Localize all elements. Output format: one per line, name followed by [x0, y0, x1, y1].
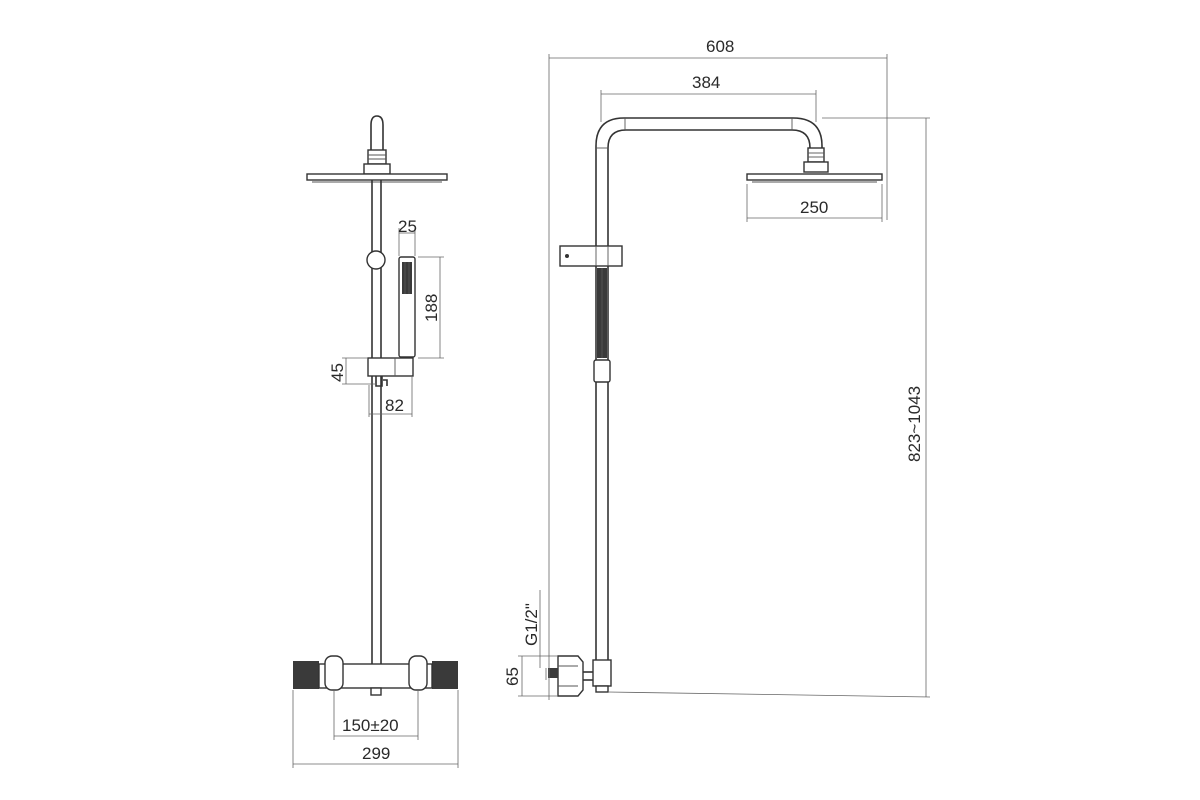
front-view: 25 188 45 82 [292, 115, 459, 768]
front-slider [367, 357, 414, 387]
front-head-connector [367, 149, 387, 165]
dim-arm-length: 384 [600, 73, 817, 122]
label-inlet-offset: 65 [503, 667, 522, 686]
front-holder-knob [366, 250, 386, 270]
front-shower-arm [370, 115, 384, 160]
label-slider-height: 45 [328, 363, 347, 382]
front-hand-shower [398, 256, 416, 358]
label-handshower-width: 25 [398, 217, 417, 236]
front-mixer-body [293, 655, 458, 696]
dim-handshower-width: 25 [398, 217, 417, 256]
label-height-range: 823~1043 [905, 386, 924, 462]
dim-height-range: 823~1043 [607, 117, 931, 698]
label-arm-length: 384 [692, 73, 720, 92]
dim-inlet-spacing: 150±20 [333, 690, 419, 740]
dim-total-width: 608 [548, 37, 888, 700]
label-head-diameter: 250 [800, 198, 828, 217]
dim-handshower-length: 188 [418, 256, 444, 359]
dim-inlet-offset: 65 [503, 655, 558, 697]
label-mixer-width: 299 [362, 744, 390, 763]
front-rain-head [306, 173, 448, 183]
dim-head-diameter: 250 [746, 184, 883, 222]
dim-mixer-width: 299 [292, 690, 459, 768]
side-mixer-connection [548, 655, 612, 697]
dim-slider-height: 45 [328, 357, 376, 385]
side-view: 608 384 250 823~1043 G1/2" [503, 37, 931, 700]
side-rain-head [746, 173, 883, 183]
label-handshower-length: 188 [422, 294, 441, 322]
label-slider-depth: 82 [385, 396, 404, 415]
dim-slider-depth: 82 [368, 376, 413, 417]
side-pipe-coupling [593, 359, 611, 383]
side-head-connector [807, 147, 825, 163]
label-inlet-thread: G1/2" [522, 603, 541, 646]
side-shower-arm [595, 117, 823, 250]
label-total-width: 608 [706, 37, 734, 56]
dim-inlet-thread: G1/2" [522, 590, 547, 680]
label-inlet-spacing: 150±20 [342, 716, 399, 735]
side-slider [559, 245, 623, 267]
